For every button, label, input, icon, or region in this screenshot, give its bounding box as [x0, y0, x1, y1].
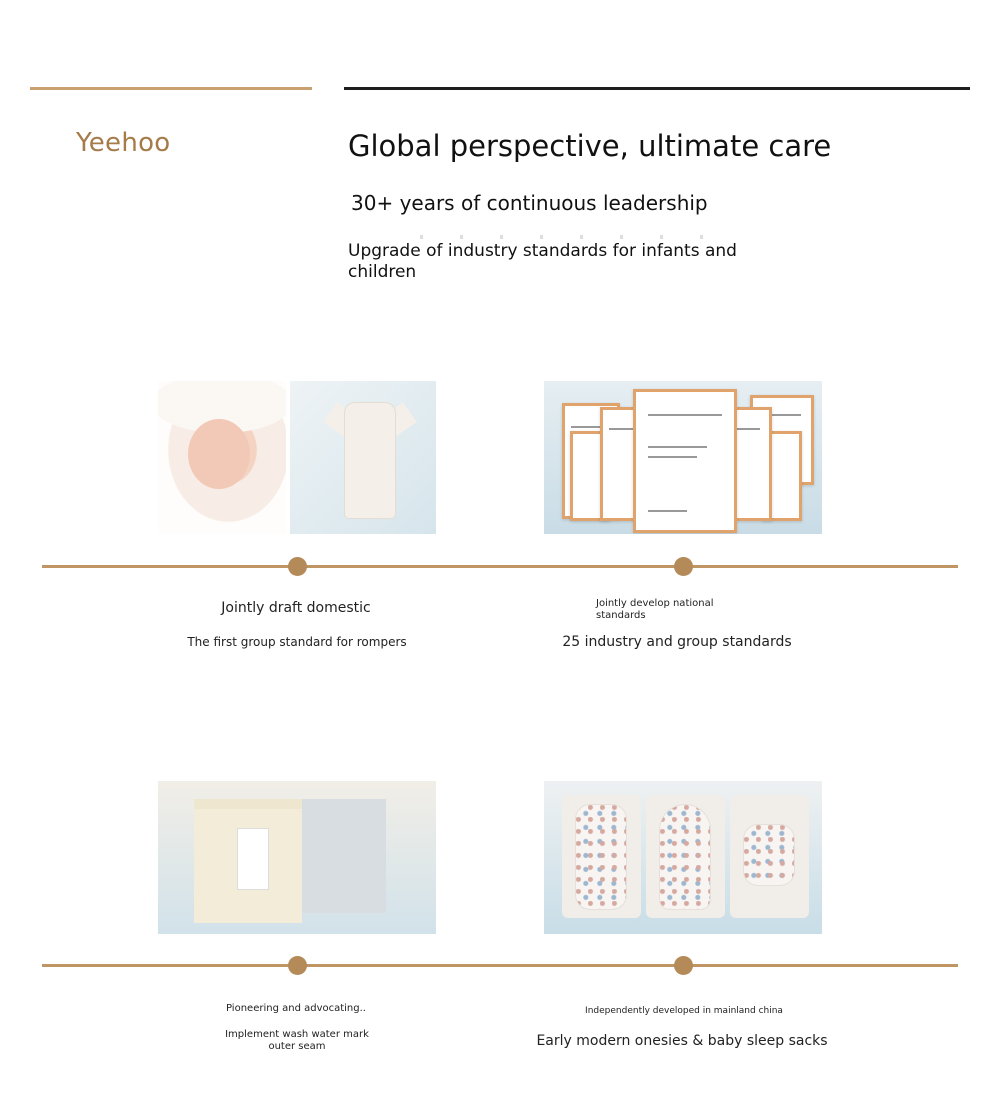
romper-garment-image	[290, 381, 436, 534]
milestone-title: Independently developed in mainland chin…	[585, 1006, 783, 1016]
gold-divider	[30, 87, 312, 90]
timeline-line	[42, 565, 958, 568]
onesies-sleep-sacks-photo	[544, 781, 822, 934]
milestone-title: Jointly draft domestic	[221, 600, 371, 616]
brand-name: Yeehoo	[76, 128, 171, 158]
timeline-dot	[674, 956, 693, 975]
onesie-image	[562, 795, 641, 918]
faded-text-line	[420, 235, 730, 239]
wash-label-seam-photo	[158, 781, 436, 934]
timeline-dot	[288, 557, 307, 576]
wash-label-image	[238, 829, 268, 889]
dark-divider	[344, 87, 970, 90]
standards-certificates-photo	[544, 381, 822, 534]
sleep-sack-image	[646, 795, 725, 918]
timeline-dot	[674, 557, 693, 576]
newborn-and-romper-photo	[158, 381, 436, 534]
description: Upgrade of industry standards for infant…	[348, 241, 737, 282]
timeline-dot	[288, 956, 307, 975]
milestone-detail: 25 industry and group standards	[562, 634, 792, 650]
milestone-title: Pioneering and advocating..	[226, 1003, 366, 1014]
milestone-detail: The first group standard for rompers	[187, 635, 407, 649]
milestone-detail: Implement wash water mark outer seam	[225, 1029, 369, 1052]
milestone-title: Jointly develop national standards	[596, 598, 714, 621]
milestone-detail: Early modern onesies & baby sleep sacks	[536, 1033, 828, 1049]
timeline-line	[42, 964, 958, 967]
page-headline: Global perspective, ultimate care	[348, 129, 832, 163]
newborn-baby-image	[158, 381, 292, 534]
baby-accessories-image	[730, 795, 809, 918]
subtitle: 30+ years of continuous leadership	[351, 191, 708, 215]
